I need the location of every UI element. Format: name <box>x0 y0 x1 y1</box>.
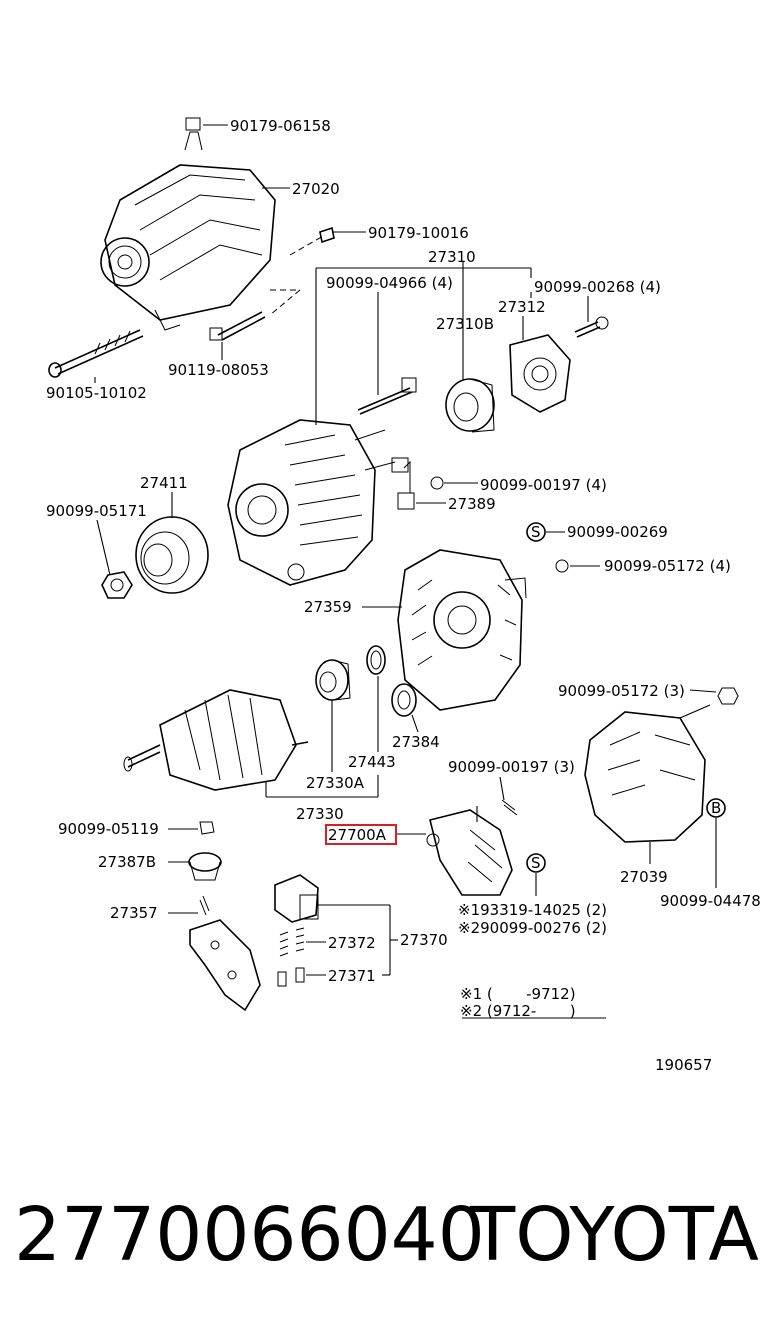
pulley-nut <box>101 571 133 599</box>
brush-holder <box>274 874 319 987</box>
b-marker-circle <box>706 798 726 818</box>
s-marker-a: S <box>531 523 541 541</box>
cover-27384 <box>391 683 417 717</box>
retainer-screw <box>574 316 609 338</box>
label-193319-14025: ※193319-14025 (2) <box>458 901 607 919</box>
footnote-2: ※2 (9712- ) <box>460 1002 576 1020</box>
terminal-insulator <box>397 460 415 510</box>
label-90099-04966: 90099-04966 (4) <box>326 274 453 292</box>
drive-end-frame <box>227 419 409 586</box>
label-90179-06158: 90179-06158 <box>230 117 331 135</box>
label-27371: 27371 <box>328 967 376 985</box>
diagram-id: 190657 <box>655 1056 712 1074</box>
part-number: 2770066040 <box>14 1192 485 1278</box>
label-90099-05172-3: 90099-05172 (3) <box>558 682 685 700</box>
rectifier-holder <box>189 895 261 1012</box>
label-90099-00269: 90099-00269 <box>567 523 668 541</box>
label-90179-10016: 90179-10016 <box>368 224 469 242</box>
screw-00197 <box>430 476 444 490</box>
small-bolt-top <box>319 226 335 244</box>
brand-name: TOYOTA <box>470 1192 759 1278</box>
label-90105-10102: 90105-10102 <box>46 384 147 402</box>
label-27020: 27020 <box>292 180 340 198</box>
label-27310b: 27310B <box>436 315 494 333</box>
s-marker-b: S <box>531 854 541 872</box>
bearing-27310b <box>445 378 495 433</box>
rotor-assembly <box>123 689 309 791</box>
label-27411: 27411 <box>140 474 188 492</box>
screw-05172 <box>555 559 569 573</box>
label-27359: 27359 <box>304 598 352 616</box>
footer: 2770066040 TOYOTA <box>0 1190 760 1280</box>
part-labels: 90179-06158 27020 90179-10016 27310 9009… <box>46 117 760 1074</box>
label-27443: 27443 <box>348 753 396 771</box>
label-27330: 27330 <box>296 805 344 823</box>
label-90099-04478: 90099-04478 <box>660 892 760 910</box>
label-27372: 27372 <box>328 934 376 952</box>
label-27310: 27310 <box>428 248 476 266</box>
label-27039: 27039 <box>620 868 668 886</box>
screw-00197-3 <box>501 799 518 816</box>
alternator-assembly <box>100 117 326 331</box>
b-marker: B <box>711 799 721 817</box>
rectifier-end-frame <box>397 549 527 711</box>
label-90099-05172-4: 90099-05172 (4) <box>604 557 731 575</box>
stud-bolt <box>357 377 417 415</box>
s-marker-circle-a <box>526 522 546 542</box>
footnote-1: ※1 ( -9712) <box>460 985 576 1003</box>
label-90099-00268: 90099-00268 (4) <box>534 278 661 296</box>
nut-05119 <box>199 821 215 835</box>
leader-lines <box>94 124 717 1019</box>
label-90099-05119: 90099-05119 <box>58 820 159 838</box>
rear-end-cover <box>584 711 706 843</box>
insulator-27387b <box>188 852 222 881</box>
label-27357: 27357 <box>110 904 158 922</box>
label-27370: 27370 <box>400 931 448 949</box>
label-27384: 27384 <box>392 733 440 751</box>
label-90119-08053: 90119-08053 <box>168 361 269 379</box>
label-27330a: 27330A <box>306 774 365 792</box>
bearing-27330a <box>315 659 351 701</box>
pulley-27411 <box>135 516 209 594</box>
voltage-regulator <box>426 809 513 896</box>
label-27389: 27389 <box>448 495 496 513</box>
bearing-cover-27443 <box>366 645 386 675</box>
s-marker-circle-b <box>526 853 546 873</box>
highlight-27700a <box>325 824 397 845</box>
label-27312: 27312 <box>498 298 546 316</box>
nut-05172-3 <box>717 687 739 705</box>
bearing-retainer-plate <box>509 334 571 413</box>
label-90099-00197-3: 90099-00197 (3) <box>448 758 575 776</box>
through-bolt <box>48 329 144 378</box>
label-27700a: 27700A <box>328 826 387 844</box>
label-90099-00276: ※290099-00276 (2) <box>458 919 607 937</box>
label-90099-05171: 90099-05171 <box>46 502 147 520</box>
mounting-bolt <box>209 311 266 341</box>
label-27387b: 27387B <box>98 853 156 871</box>
label-90099-00197-4: 90099-00197 (4) <box>480 476 607 494</box>
